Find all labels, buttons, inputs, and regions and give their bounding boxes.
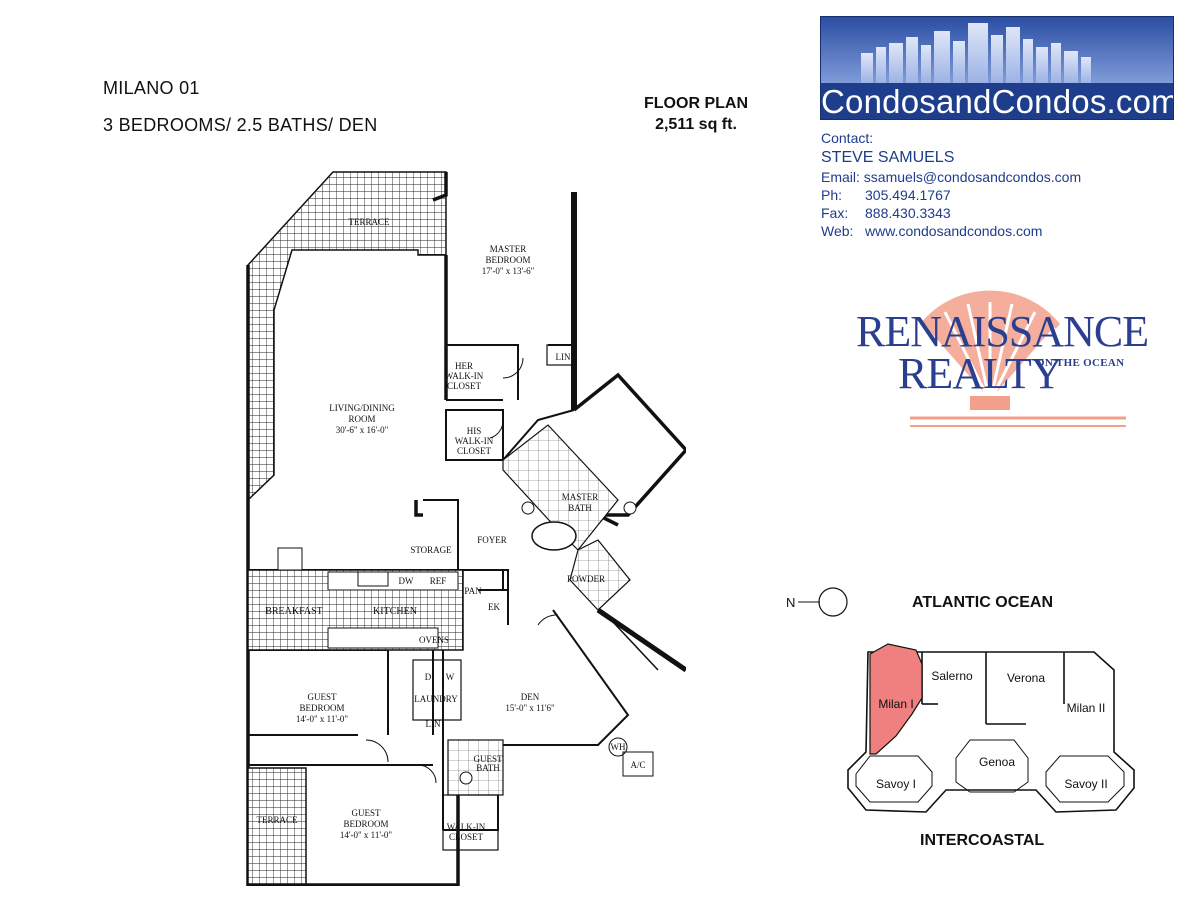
room-lin1: LIN — [556, 352, 571, 362]
unit-name: MILANO 01 — [103, 78, 200, 98]
room-his-closet-2: WALK-IN — [455, 436, 494, 446]
floor-plan-title: FLOOR PLAN — [644, 95, 748, 112]
room-his-closet-1: HIS — [467, 426, 482, 436]
room-living-1: LIVING/DINING — [329, 403, 395, 413]
key-unit-savoy2: Savoy II — [1064, 777, 1107, 791]
building-key-plan: Milan I Salerno Verona Milan II Genoa Sa… — [847, 643, 1135, 813]
north-arrow-icon: N — [786, 587, 848, 617]
room-guest1-1: GUEST — [308, 692, 338, 702]
atlantic-ocean-label: ATLANTIC OCEAN — [912, 594, 1054, 611]
room-guest2-2: BEDROOM — [343, 819, 388, 829]
key-unit-savoy1: Savoy I — [876, 777, 916, 791]
room-w: W — [446, 672, 455, 682]
room-walkin-1: WALK-IN — [447, 822, 486, 832]
room-d: D — [425, 672, 432, 682]
room-guest2-1: GUEST — [352, 808, 382, 818]
agent-name: STEVE SAMUELS — [821, 149, 955, 166]
room-living-2: ROOM — [348, 414, 375, 424]
unit-configuration: 3 BEDROOMS/ 2.5 BATHS/ DEN — [103, 115, 378, 135]
contact-block: Contact: STEVE SAMUELS Email: ssamuels@c… — [821, 129, 1081, 240]
phone-row: Ph: 305.494.1767 — [821, 186, 1081, 204]
room-guest-bath-2: BATH — [476, 763, 500, 773]
room-den-dim: 15'-0" x 11'6" — [505, 703, 555, 713]
room-her-closet-1: HER — [455, 361, 473, 371]
email-label: Email: — [821, 169, 860, 185]
room-wh: WH — [611, 742, 626, 752]
room-breakfast: BREAKFAST — [265, 606, 323, 617]
room-den: DEN — [521, 692, 540, 702]
skyline-graphic — [821, 17, 1173, 83]
realty-logo-tagline: ON THE OCEAN — [1036, 357, 1125, 369]
highlighted-unit-shape — [869, 643, 923, 755]
room-guest2-dim: 14'-0" x 11'-0" — [340, 830, 393, 840]
room-storage: STORAGE — [410, 545, 452, 555]
intercoastal-label: INTERCOASTAL — [920, 832, 1045, 849]
room-ovens: OVENS — [419, 635, 449, 645]
email-row: Email: ssamuels@condosandcondos.com — [821, 168, 1081, 186]
fax-value: 888.430.3343 — [865, 205, 951, 221]
room-lin2: LIN — [426, 719, 441, 729]
room-her-closet-2: WALK-IN — [445, 371, 484, 381]
fax-row: Fax: 888.430.3343 — [821, 204, 1081, 222]
contact-heading: Contact: — [821, 130, 874, 146]
logo-wordmark: CondosandCondos.com — [821, 83, 1174, 120]
fax-label: Fax: — [821, 205, 849, 221]
room-walkin-2: CLOSET — [449, 832, 484, 842]
web-label: Web: — [821, 223, 854, 239]
email-link[interactable]: ssamuels@condosandcondos.com — [863, 169, 1082, 185]
key-unit-verona: Verona — [1007, 671, 1045, 685]
key-unit-salerno: Salerno — [931, 669, 973, 683]
key-unit-genoa: Genoa — [979, 755, 1015, 769]
floor-plan-area: 2,511 sq ft. — [655, 116, 737, 133]
room-ac: A/C — [630, 760, 645, 770]
room-terrace-top: TERRACE — [348, 217, 390, 227]
key-unit-milan1: Milan I — [878, 697, 913, 711]
realty-logo-line1: RENAISSANCE — [856, 307, 1149, 356]
renaissance-realty-logo: RENAISSANCE REALTY ON THE OCEAN — [850, 284, 1149, 436]
room-kitchen: KITCHEN — [373, 606, 417, 617]
north-label: N — [786, 595, 795, 610]
room-guest1-2: BEDROOM — [299, 703, 344, 713]
room-laundry: LAUNDRY — [414, 694, 458, 704]
room-guest-bath-1: GUEST — [474, 754, 504, 764]
phone-label: Ph: — [821, 187, 843, 203]
unit-floor-plan: TERRACE MASTER BEDROOM 17'-0" x 13'- — [246, 171, 686, 886]
room-master-bedroom: MASTER — [490, 244, 527, 254]
room-guest1-dim: 14'-0" x 11'-0" — [296, 714, 349, 724]
room-ek: EK — [488, 602, 500, 612]
shell-icon — [910, 290, 1126, 427]
room-master-bath-1: MASTER — [562, 492, 599, 502]
room-ref: REF — [430, 576, 447, 586]
room-master-bedroom-dim: 17'-0" x 13'-6" — [482, 266, 535, 276]
room-his-closet-3: CLOSET — [457, 446, 492, 456]
web-link[interactable]: www.condosandcondos.com — [865, 223, 1043, 239]
room-powder: POWDER — [567, 574, 605, 584]
realty-logo-line2: REALTY — [898, 349, 1062, 398]
condosandcondos-logo[interactable]: CondosandCondos.com — [820, 16, 1174, 120]
web-row: Web: www.condosandcondos.com — [821, 222, 1081, 240]
room-pan: PAN — [464, 586, 482, 596]
room-living-dim: 30'-6" x 16'-0" — [336, 425, 389, 435]
floor-plan-heading: FLOOR PLAN 2,511 sq ft. — [628, 93, 764, 135]
room-her-closet-3: CLOSET — [447, 381, 482, 391]
phone-value[interactable]: 305.494.1767 — [865, 187, 951, 203]
key-unit-milan2: Milan II — [1067, 701, 1106, 715]
room-master-bedroom-2: BEDROOM — [485, 255, 530, 265]
room-master-bath-2: BATH — [568, 503, 592, 513]
room-terrace-bottom: TERRACE — [256, 815, 298, 825]
room-foyer: FOYER — [477, 535, 507, 545]
room-dw: DW — [399, 576, 414, 586]
